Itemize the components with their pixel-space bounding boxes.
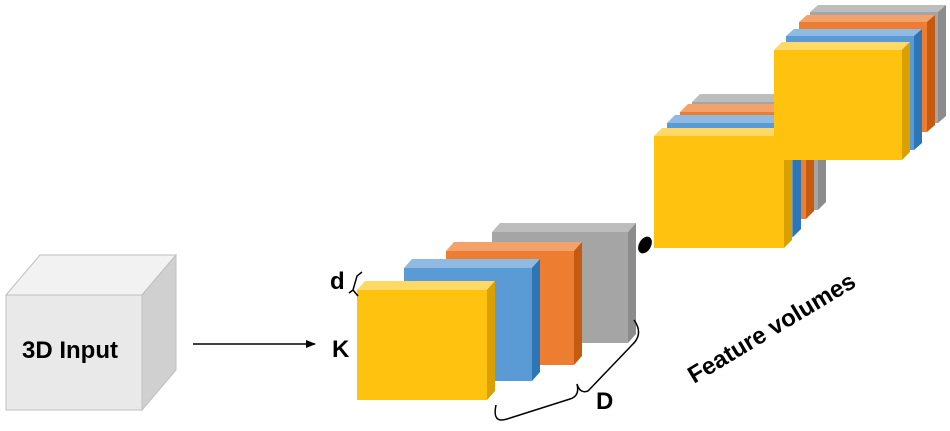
stack-depth-label: D bbox=[596, 388, 613, 415]
feature-stack-1 bbox=[357, 223, 636, 400]
feature-volumes-label: Feature volumes bbox=[683, 268, 860, 389]
input-label: 3D Input bbox=[22, 337, 118, 364]
feature-stack-3 bbox=[774, 5, 946, 160]
input-cube: 3D Input bbox=[4, 253, 178, 412]
feature-map-yellow bbox=[774, 42, 910, 160]
kernel-label: K bbox=[332, 336, 350, 363]
feature-map-yellow bbox=[654, 128, 792, 248]
feature-map-yellow bbox=[357, 281, 495, 400]
stack-depth-bracket bbox=[494, 319, 640, 421]
depth-bracket bbox=[348, 271, 363, 297]
depth-label: d bbox=[330, 268, 345, 295]
